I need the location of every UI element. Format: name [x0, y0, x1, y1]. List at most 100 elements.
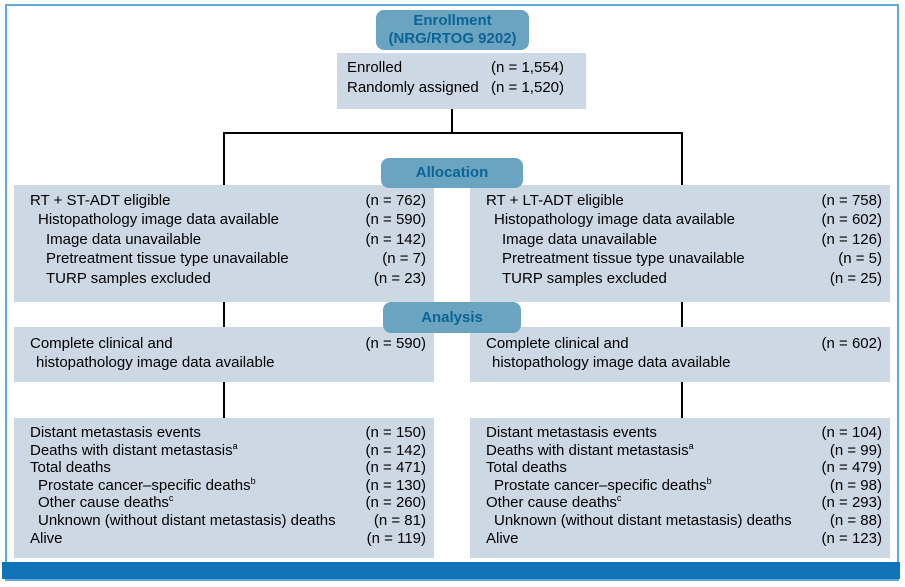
row-label: Randomly assigned: [347, 79, 479, 96]
flow-row: Alive (n = 119): [14, 530, 434, 548]
row-label: Prostate cancer–specific deathsb: [494, 475, 712, 494]
row-count: (n = 590): [365, 335, 426, 352]
row-count: (n = 130): [365, 476, 426, 494]
row-count: (n = 590): [365, 211, 426, 229]
row-label: Other cause deathsc: [38, 493, 174, 512]
analysis-box-right: Complete clinical and (n = 602) histopat…: [470, 327, 890, 382]
row-count: (n = 471): [365, 459, 426, 477]
row-label: Unknown (without distant metastasis) dea…: [38, 511, 336, 529]
connector-line: [681, 374, 683, 419]
row-label: Deaths with distant metastasisa: [486, 440, 694, 459]
row-count: (n = 1,520): [491, 79, 564, 96]
flow-row: Complete clinical and (n = 602): [470, 334, 890, 353]
connector-line: [223, 132, 683, 134]
row-label: Unknown (without distant metastasis) dea…: [494, 511, 792, 529]
flow-row: Total deaths (n = 479): [470, 459, 890, 477]
connector-line: [451, 104, 453, 134]
row-count: (n = 123): [821, 529, 882, 547]
row-label: TURP samples excluded: [46, 269, 211, 287]
outcome-box-left: Distant metastasis events (n = 150) Deat…: [14, 418, 434, 558]
connector-line: [681, 132, 683, 185]
row-label: Distant metastasis events: [486, 424, 657, 441]
connector-line: [223, 296, 225, 328]
row-label: Complete clinical and: [486, 335, 629, 352]
connector-line: [681, 296, 683, 328]
flow-row: Deaths with distant metastasisa (n = 142…: [14, 440, 434, 460]
allocation-box-left: RT + ST-ADT eligible (n = 762) Histopath…: [14, 185, 434, 302]
allocation-header-label: Allocation: [415, 164, 489, 181]
row-count: (n = 762): [365, 192, 426, 209]
flow-row: Histopathology image data available (n =…: [470, 210, 890, 229]
flow-row: Pretreatment tissue type unavailable (n …: [14, 249, 434, 268]
flow-row: Randomly assigned (n = 1,520): [337, 78, 586, 98]
row-count: (n = 293): [821, 494, 882, 512]
row-label: Histopathology image data available: [38, 211, 279, 229]
row-label: Distant metastasis events: [30, 424, 201, 441]
enrollment-header-line2: (NRG/RTOG 9202): [388, 30, 517, 47]
flow-row: Histopathology image data available (n =…: [14, 210, 434, 229]
row-label: TURP samples excluded: [502, 269, 667, 287]
flow-row: TURP samples excluded (n = 23): [14, 269, 434, 288]
row-count: (n = 99): [829, 441, 882, 459]
row-count: (n = 25): [829, 269, 882, 287]
flow-row: Distant metastasis events (n = 150): [14, 424, 434, 442]
row-count: (n = 23): [373, 269, 426, 287]
row-count: (n = 602): [821, 211, 882, 229]
row-count: (n = 88): [829, 511, 882, 529]
row-count: (n = 7): [382, 250, 426, 268]
row-label: histopathology image data available: [492, 354, 731, 372]
row-label: Image data unavailable: [46, 230, 202, 248]
row-label: RT + LT-ADT eligible: [486, 192, 624, 209]
row-label: Pretreatment tissue type unavailable: [502, 250, 745, 268]
analysis-header: Analysis: [383, 302, 521, 333]
flow-row: Prostate cancer–specific deathsb (n = 98…: [470, 475, 890, 495]
allocation-box-right: RT + LT-ADT eligible (n = 758) Histopath…: [470, 185, 890, 302]
outcome-box-right: Distant metastasis events (n = 104) Deat…: [470, 418, 890, 558]
row-label: histopathology image data available: [36, 354, 275, 372]
figure-border: [5, 4, 899, 581]
row-label: Alive: [30, 529, 63, 547]
flow-row: RT + ST-ADT eligible (n = 762): [14, 191, 434, 210]
row-count: (n = 98): [829, 476, 882, 494]
row-count: (n = 602): [821, 335, 882, 352]
connector-line: [223, 132, 225, 185]
flow-row: Unknown (without distant metastasis) dea…: [14, 512, 434, 530]
row-label: Pretreatment tissue type unavailable: [46, 250, 289, 268]
flow-row: TURP samples excluded (n = 25): [470, 269, 890, 288]
row-count: (n = 1,554): [491, 59, 564, 76]
flow-row: Complete clinical and (n = 590): [14, 334, 434, 353]
row-label: Image data unavailable: [502, 230, 658, 248]
flow-row: Image data unavailable (n = 142): [14, 230, 434, 249]
allocation-header: Allocation: [381, 158, 523, 188]
row-label: Deaths with distant metastasisa: [30, 440, 238, 459]
row-count: (n = 260): [365, 494, 426, 512]
flow-row: Alive (n = 123): [470, 530, 890, 548]
row-label: RT + ST-ADT eligible: [30, 192, 171, 209]
flow-row: RT + LT-ADT eligible (n = 758): [470, 191, 890, 210]
row-count: (n = 81): [373, 511, 426, 529]
row-label: Total deaths: [30, 459, 111, 477]
flow-row: Enrolled (n = 1,554): [337, 58, 586, 78]
flow-row: Pretreatment tissue type unavailable (n …: [470, 249, 890, 268]
row-label: Prostate cancer–specific deathsb: [38, 475, 256, 494]
row-count: (n = 479): [821, 459, 882, 477]
flow-row: Other cause deathsc (n = 293): [470, 494, 890, 512]
row-label: Alive: [486, 529, 519, 547]
connector-line: [223, 374, 225, 419]
flow-row: Other cause deathsc (n = 260): [14, 494, 434, 512]
row-label: Other cause deathsc: [486, 493, 622, 512]
enrollment-header-line1: Enrollment: [413, 12, 492, 29]
flow-row: Deaths with distant metastasisa (n = 99): [470, 440, 890, 460]
footer-bar: [2, 562, 900, 579]
flow-row: Unknown (without distant metastasis) dea…: [470, 512, 890, 530]
flow-row: Prostate cancer–specific deathsb (n = 13…: [14, 475, 434, 495]
enrollment-header: Enrollment (NRG/RTOG 9202): [376, 10, 529, 50]
flow-row: Total deaths (n = 471): [14, 459, 434, 477]
row-count: (n = 142): [365, 230, 426, 248]
row-label: Total deaths: [486, 459, 567, 477]
row-label: Complete clinical and: [30, 335, 173, 352]
row-count: (n = 150): [365, 424, 426, 441]
row-count: (n = 104): [821, 424, 882, 441]
row-count: (n = 119): [366, 529, 426, 547]
